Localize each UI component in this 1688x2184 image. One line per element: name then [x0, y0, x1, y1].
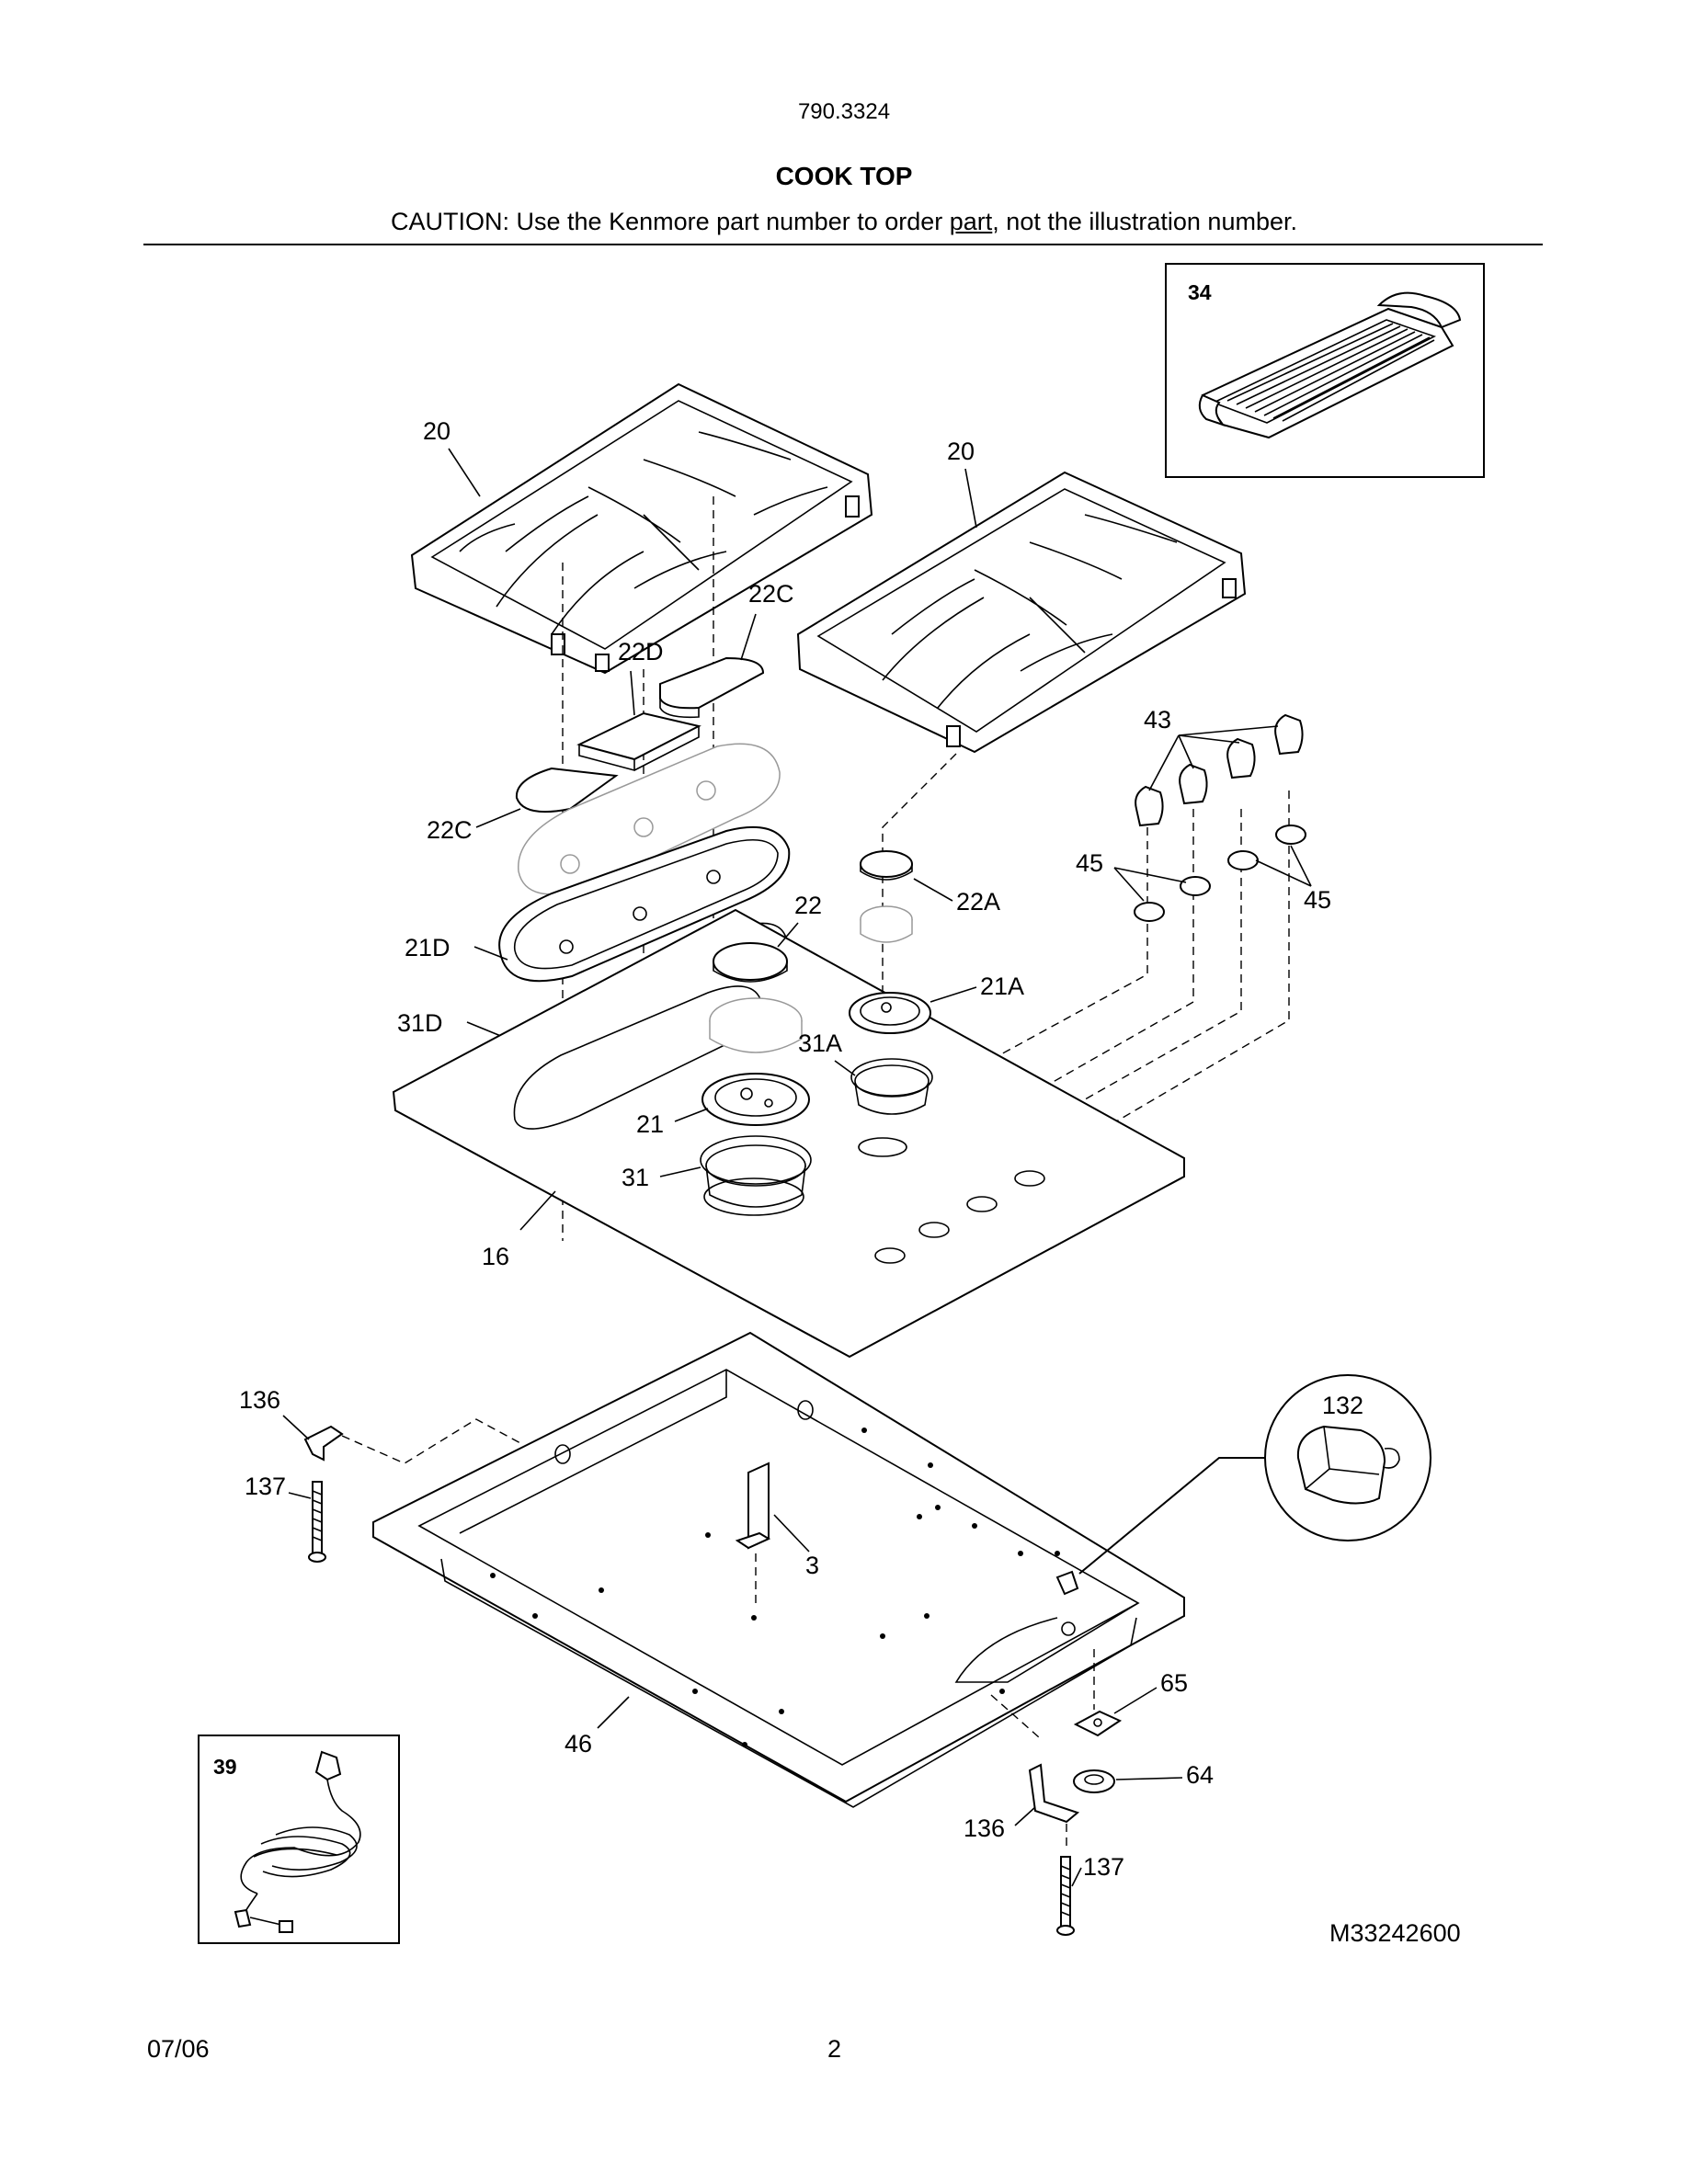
bracket-136-bottom	[1028, 1763, 1080, 1824]
callout-20-right: 20	[947, 438, 975, 465]
knob-43-2	[1179, 763, 1208, 805]
cooktop-pan-46	[372, 1331, 1185, 1808]
burner-head-21	[701, 1073, 810, 1126]
callout-137-bottom: 137	[1083, 1853, 1124, 1881]
screw-137-bottom	[1056, 1856, 1075, 1936]
burner-cap-22d	[576, 711, 701, 772]
burner-cap-22c-top	[659, 656, 765, 719]
burner-cap-22	[713, 942, 788, 983]
callout-22c-bottom: 22C	[427, 816, 473, 844]
burner-cap-22c-bottom	[515, 767, 619, 813]
callout-21d: 21D	[405, 934, 451, 961]
callout-22a: 22A	[956, 888, 1000, 916]
callout-132: 132	[1322, 1392, 1363, 1419]
caution-suffix: , not the illustration number.	[992, 208, 1297, 235]
grate-right-20	[796, 471, 1247, 754]
drawing-number: M33242600	[1329, 1919, 1461, 1947]
cooktop-surface-16	[392, 908, 1185, 1359]
part-65	[1073, 1710, 1123, 1737]
model-number: 790.3324	[797, 99, 891, 124]
callout-22c-top: 22C	[748, 580, 794, 608]
callout-21: 21	[636, 1110, 664, 1138]
burner-base-right	[860, 905, 913, 943]
oval-burner-head-21d	[498, 825, 791, 983]
footer-page-number: 2	[827, 2035, 842, 2063]
knob-43-3	[1226, 737, 1256, 779]
callout-3: 3	[805, 1552, 819, 1579]
burner-base-left	[709, 997, 803, 1053]
burner-cap-22a	[860, 850, 913, 881]
inset-part-132	[1264, 1374, 1431, 1541]
callout-22d: 22D	[618, 638, 664, 665]
griddle-34	[1198, 291, 1462, 439]
knob-43-4	[1274, 713, 1304, 756]
footer-date: 07/06	[147, 2035, 210, 2063]
oval-burner-base	[518, 743, 781, 895]
bezel-45-1	[1134, 902, 1165, 922]
knob-43-1	[1135, 785, 1164, 827]
caution-underlined: part	[949, 208, 993, 235]
callout-16: 16	[482, 1243, 509, 1270]
center-bracket-3	[735, 1462, 771, 1550]
callout-136-top: 136	[239, 1386, 280, 1414]
bracket-136-top	[303, 1425, 344, 1462]
callout-20-left: 20	[423, 417, 451, 445]
burner-head-21a	[849, 992, 931, 1034]
callout-31: 31	[622, 1164, 649, 1191]
callout-31d: 31D	[397, 1009, 443, 1037]
bezel-45-3	[1227, 850, 1259, 870]
callout-34: 34	[1188, 280, 1212, 304]
caution-note: CAUTION: Use the Kenmore part number to …	[0, 208, 1688, 236]
part-132-on-pan	[1055, 1570, 1079, 1596]
power-cord-39	[234, 1750, 361, 1933]
caution-prefix: CAUTION: Use the Kenmore part number to …	[391, 208, 950, 235]
inset-griddle-34: 34	[1165, 263, 1485, 478]
bezel-45-4	[1275, 825, 1306, 845]
header-rule	[143, 244, 1543, 245]
page-title: COOK TOP	[775, 162, 913, 190]
callout-64: 64	[1186, 1761, 1214, 1789]
burner-seal-31a	[850, 1058, 933, 1115]
callout-46: 46	[565, 1730, 592, 1757]
callout-22: 22	[794, 892, 822, 919]
callout-137-top: 137	[245, 1473, 286, 1500]
part-64	[1073, 1769, 1115, 1793]
screw-137-top	[308, 1481, 326, 1563]
callout-65: 65	[1160, 1669, 1188, 1697]
burner-seal-31	[700, 1135, 812, 1208]
bezel-45-2	[1180, 876, 1211, 896]
callout-45-left: 45	[1076, 849, 1103, 877]
callout-39: 39	[213, 1755, 237, 1779]
callout-43: 43	[1144, 706, 1171, 734]
callout-45-right: 45	[1304, 886, 1331, 914]
grate-left-20	[410, 382, 873, 675]
inset-power-cord-39: 39	[198, 1735, 400, 1944]
callout-136-bottom: 136	[964, 1814, 1005, 1842]
callout-21a: 21A	[980, 973, 1024, 1000]
callout-31a: 31A	[798, 1029, 842, 1057]
